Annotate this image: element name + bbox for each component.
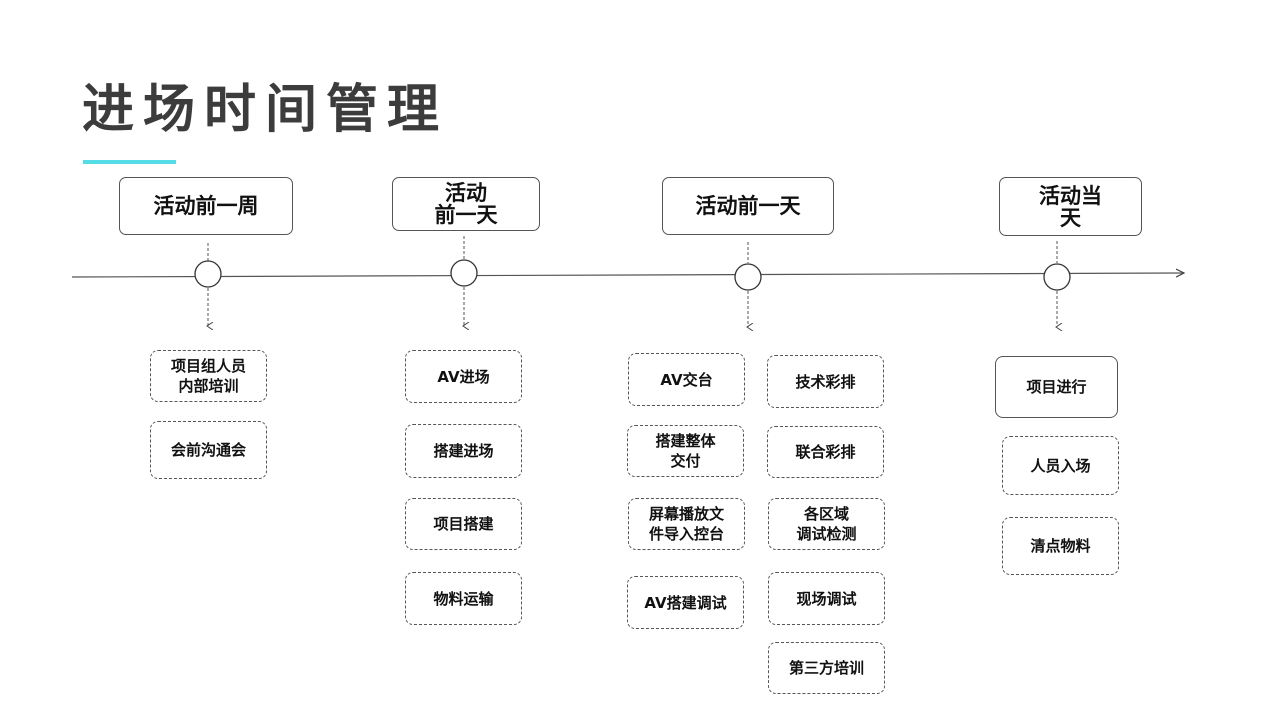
task-box: 项目组人员 内部培训: [150, 350, 267, 402]
timeline-node-2: [450, 259, 478, 287]
task-box: 屏幕播放文 件导入控台: [628, 498, 745, 550]
page-title: 进场时间管理: [82, 80, 449, 140]
task-box: 技术彩排: [767, 355, 884, 408]
phase-week-before: 活动前一周: [119, 177, 293, 235]
timeline-axis: [71, 273, 1184, 278]
task-box: 会前沟通会: [150, 421, 267, 479]
task-box: 现场调试: [768, 572, 885, 625]
task-box: AV交台: [628, 353, 745, 406]
timeline-node-4: [1043, 263, 1071, 291]
phase-day-before-2: 活动前一天: [662, 177, 834, 235]
task-box: 第三方培训: [768, 642, 885, 694]
phase-event-day: 活动当 天: [999, 177, 1142, 236]
title-underline: [83, 160, 176, 164]
task-box: 物料运输: [405, 572, 522, 625]
task-box: AV进场: [405, 350, 522, 403]
task-box: 搭建进场: [405, 424, 522, 478]
task-box: 人员入场: [1002, 436, 1119, 495]
task-box: AV搭建调试: [627, 576, 744, 629]
task-box: 搭建整体 交付: [627, 425, 744, 477]
task-box: 项目进行: [995, 356, 1118, 418]
task-box: 项目搭建: [405, 498, 522, 550]
phase-day-before-1: 活动 前一天: [392, 177, 540, 231]
task-box: 联合彩排: [767, 426, 884, 478]
timeline-node-1: [194, 260, 222, 288]
task-box: 清点物料: [1002, 517, 1119, 575]
task-box: 各区域 调试检测: [768, 498, 885, 550]
timeline-node-3: [734, 263, 762, 291]
